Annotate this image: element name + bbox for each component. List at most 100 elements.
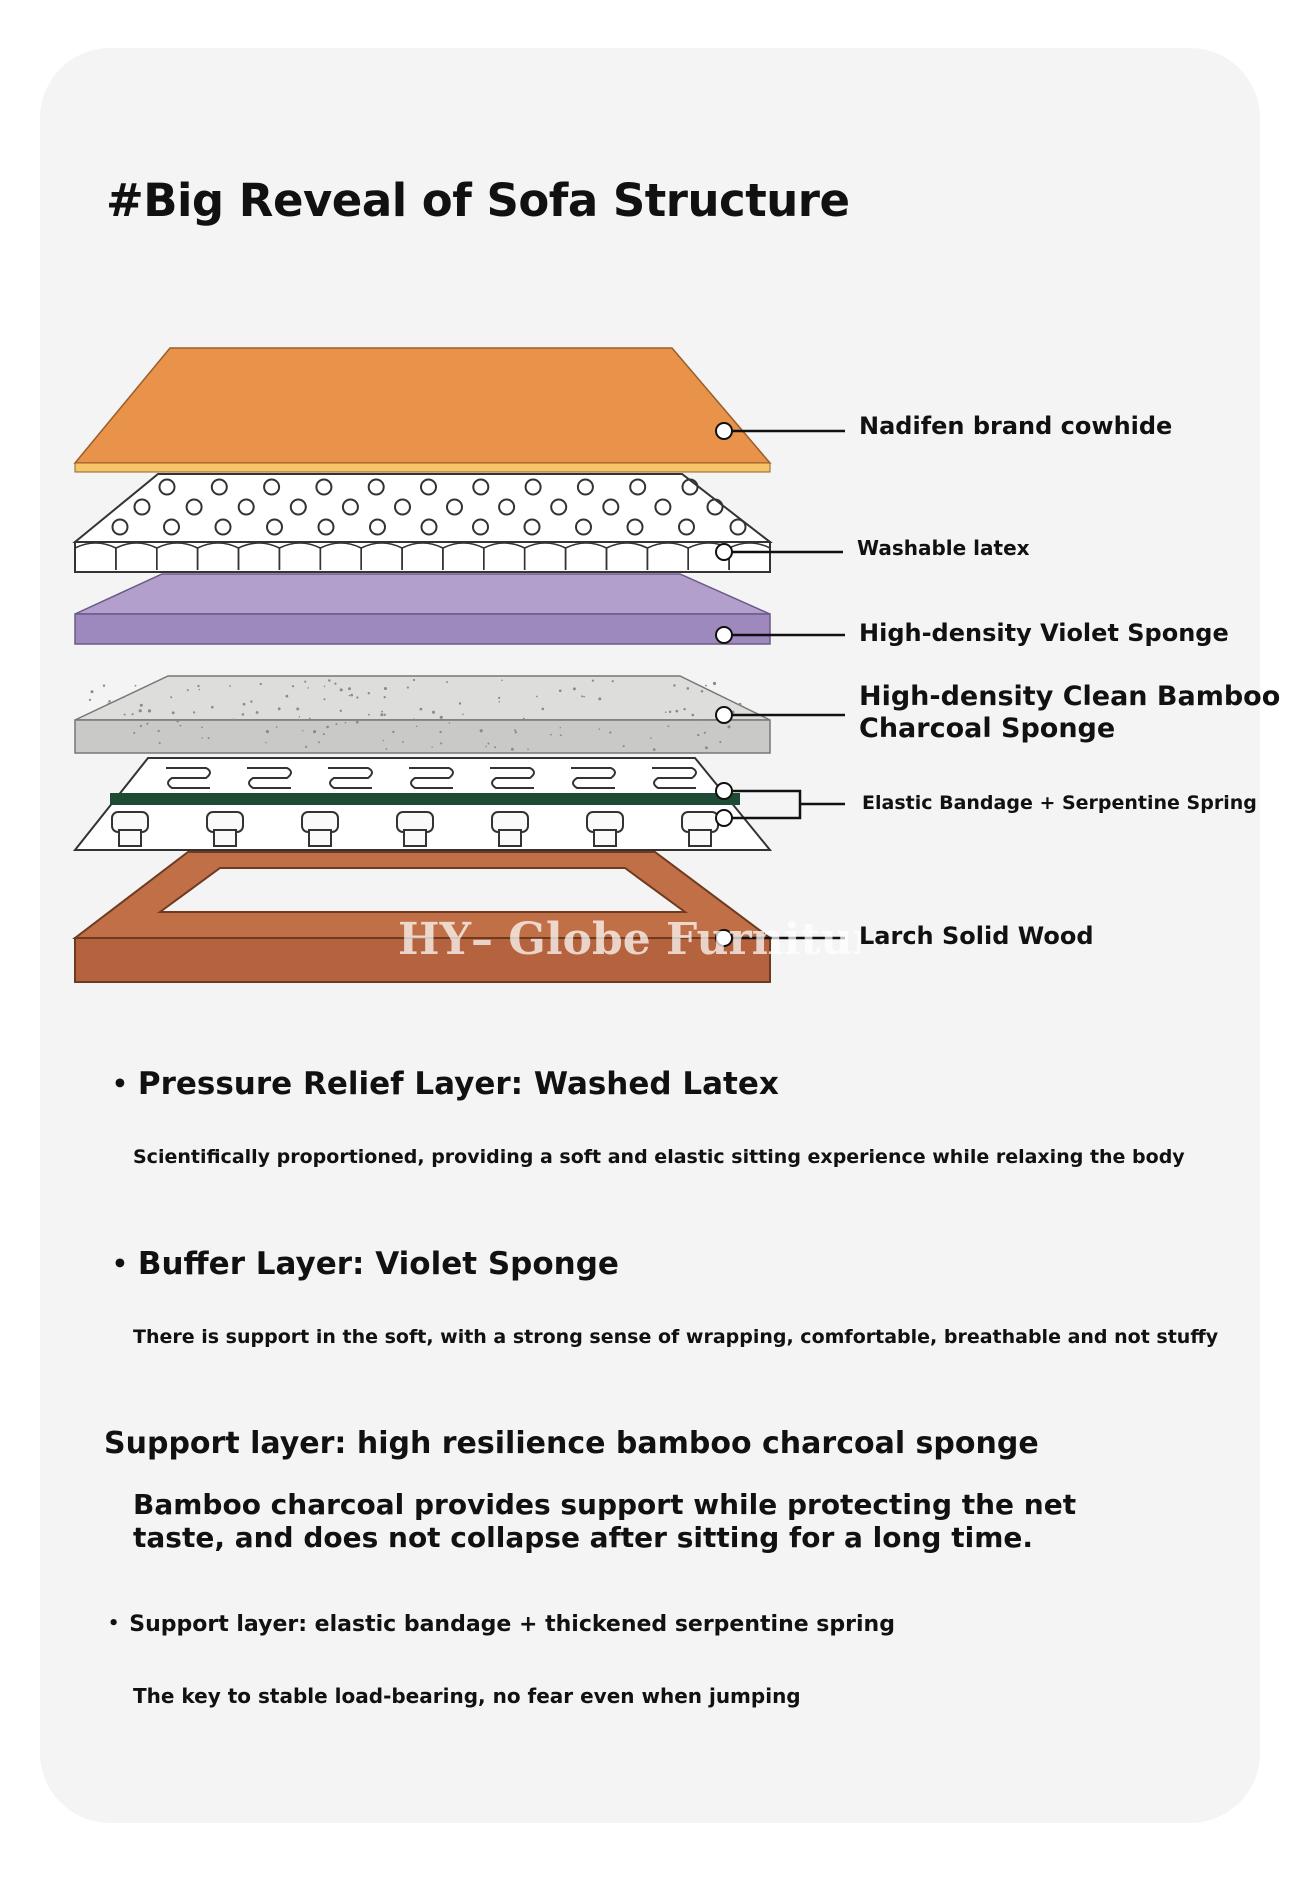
- label-bamboo-line2: Charcoal Sponge: [859, 713, 1116, 745]
- serpentine-springs-bottom: [111, 811, 719, 847]
- latex-hole: [289, 498, 307, 516]
- label-bamboo-sponge: High-density Clean Bamboo Charcoal Spong…: [859, 681, 1280, 746]
- speckle: [487, 742, 490, 745]
- speckle: [139, 703, 143, 707]
- latex-hole: [111, 518, 129, 536]
- spring-coil: [409, 767, 454, 789]
- speckle: [265, 730, 269, 734]
- speckle: [406, 686, 409, 689]
- speckle: [559, 726, 562, 729]
- speckle: [402, 740, 404, 743]
- speckle: [326, 725, 329, 729]
- speckle: [696, 719, 699, 721]
- speckle: [131, 713, 134, 716]
- speckle: [88, 698, 92, 702]
- speckle: [439, 715, 443, 719]
- speckle: [727, 725, 731, 729]
- bullet-dot: •: [112, 1248, 128, 1278]
- label-bamboo-line1: High-density Clean Bamboo: [859, 681, 1281, 712]
- speckle: [123, 713, 126, 716]
- spring-clip-base: [688, 829, 712, 847]
- label-cowhide: Nadifen brand cowhide: [859, 412, 1173, 440]
- speckle: [323, 698, 326, 701]
- section-description-bamboo: Bamboo charcoal provides support while p…: [133, 1488, 1076, 1554]
- speckle: [241, 713, 245, 716]
- page-title: #Big Reveal of Sofa Structure: [106, 174, 850, 227]
- speckle: [705, 684, 707, 687]
- latex-hole: [626, 518, 644, 536]
- latex-hole: [158, 478, 176, 496]
- speckle: [201, 726, 203, 729]
- speckle: [201, 737, 203, 739]
- spring-clip-base: [213, 829, 237, 847]
- latex-hole: [629, 478, 647, 496]
- speckle: [108, 700, 111, 703]
- latex-hole: [266, 518, 283, 536]
- speckle: [673, 684, 676, 687]
- speckle: [609, 731, 612, 734]
- speckle: [583, 695, 585, 698]
- latex-hole: [341, 498, 359, 516]
- bullet-dot: •: [108, 1614, 120, 1635]
- description-line: taste, and does not collapse after sitti…: [133, 1521, 1034, 1555]
- latex-hole: [472, 518, 489, 536]
- speckle: [448, 722, 451, 724]
- latex-hole: [369, 518, 386, 536]
- speckle: [501, 679, 503, 682]
- speckle: [157, 729, 160, 733]
- latex-hole: [420, 478, 437, 496]
- speckle: [265, 741, 267, 744]
- speckle: [291, 685, 295, 688]
- speckle: [255, 711, 259, 714]
- speckle: [298, 716, 301, 718]
- spring-clip-base: [498, 829, 522, 847]
- speckle: [355, 720, 359, 724]
- section-description-latex: Scientifically proportioned, providing a…: [133, 1146, 1185, 1168]
- spring-coil: [490, 767, 535, 789]
- speckle: [462, 713, 464, 716]
- speckle: [510, 747, 514, 751]
- label-wood: Larch Solid Wood: [859, 922, 1094, 950]
- spring-layer: [72, 757, 773, 851]
- speckle: [498, 696, 501, 699]
- label-spring: Elastic Bandage + Serpentine Spring: [862, 792, 1257, 814]
- speckle: [138, 709, 142, 713]
- spring-coil: [247, 767, 292, 789]
- speckle: [558, 689, 562, 693]
- speckle: [383, 686, 387, 691]
- speckle: [431, 746, 433, 748]
- speckle: [514, 731, 517, 734]
- latex-hole: [654, 498, 672, 516]
- speckle: [170, 696, 173, 699]
- speckle: [536, 695, 538, 698]
- speckle: [675, 709, 679, 713]
- speckle: [704, 746, 708, 750]
- speckle: [446, 681, 448, 683]
- latex-hole: [420, 518, 438, 536]
- speckle: [318, 741, 321, 744]
- latex-hole: [263, 478, 281, 496]
- latex-hole: [394, 498, 411, 516]
- speckle: [368, 713, 370, 716]
- speckle: [171, 711, 175, 715]
- speckle: [133, 731, 136, 735]
- latex-hole: [446, 498, 463, 516]
- speckle: [259, 682, 262, 686]
- speckle: [323, 685, 326, 688]
- latex-holes: [111, 478, 747, 536]
- speckle: [197, 684, 200, 688]
- latex-hole: [237, 498, 255, 516]
- speckle: [458, 702, 462, 705]
- latex-hole: [524, 478, 542, 496]
- speckle: [339, 688, 343, 692]
- latex-hole: [706, 498, 724, 516]
- speckle: [285, 694, 289, 698]
- wood-frame-layer: [72, 851, 774, 983]
- speckle: [691, 713, 695, 717]
- latex-hole: [602, 498, 620, 516]
- latex-hole: [133, 498, 151, 516]
- speckle: [122, 696, 125, 699]
- speckle: [667, 725, 670, 728]
- speckle: [697, 733, 700, 737]
- speckle: [479, 729, 483, 733]
